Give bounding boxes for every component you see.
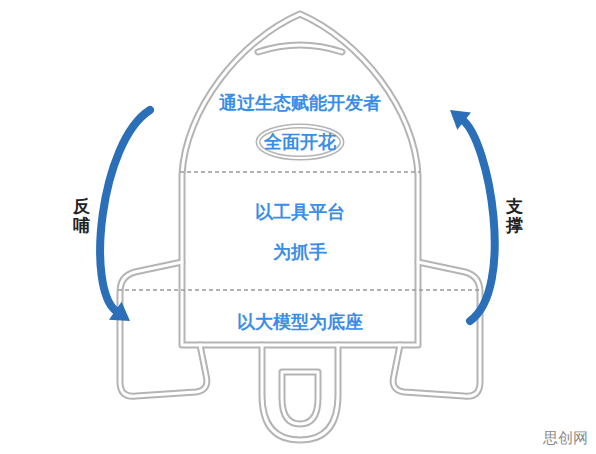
- rocket-section: 通过生态赋能开发者全面开花: [150, 85, 450, 170]
- arrow-head: [450, 110, 471, 130]
- edge-label: 支撑: [506, 197, 523, 234]
- section-text: 全面开花: [264, 131, 336, 153]
- window-oval: 全面开花: [255, 123, 345, 161]
- section-text: 以工具平台 为抓手: [252, 192, 347, 271]
- edge-label: 反哺: [73, 197, 90, 234]
- arrow-head: [109, 302, 130, 321]
- section-text: 通过生态赋能开发者: [219, 92, 381, 114]
- rocket-section: 以大模型为底座: [130, 296, 470, 346]
- section-text: 以大模型为底座: [237, 311, 363, 333]
- arrow-shaft: [463, 120, 495, 321]
- curved-arrow: [450, 110, 495, 321]
- rocket-section: 以工具平台 为抓手: [180, 180, 420, 285]
- curved-arrow: [100, 110, 150, 321]
- arrow-shaft: [100, 110, 150, 312]
- watermark: 思创网: [543, 429, 588, 448]
